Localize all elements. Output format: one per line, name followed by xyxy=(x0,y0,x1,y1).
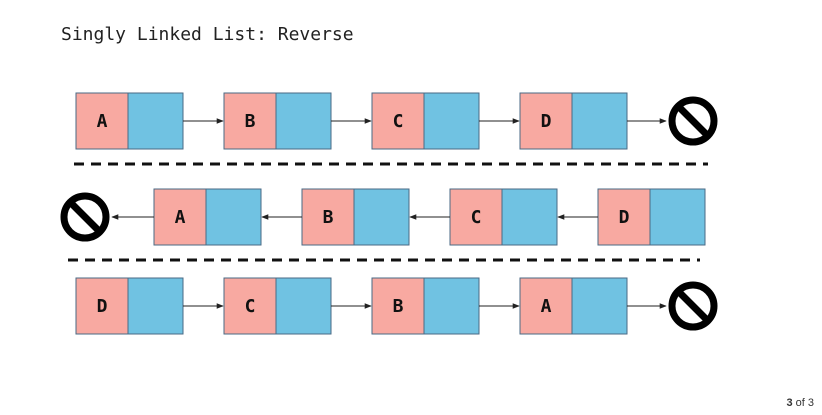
node-label-1-2: C xyxy=(471,207,482,228)
node-label-2-2: B xyxy=(393,296,404,317)
node-pointer-cell-0-2 xyxy=(423,92,480,150)
node-pointer-cell-1-3 xyxy=(649,188,706,246)
node-label-0-2: C xyxy=(393,111,404,132)
page-total: 3 xyxy=(807,397,814,409)
node-label-0-0: A xyxy=(97,111,108,132)
node-pointer-cell-1-2 xyxy=(501,188,558,246)
node-pointer-cell-2-1 xyxy=(275,277,332,335)
page-of-label: of xyxy=(795,397,805,409)
node-label-1-3: D xyxy=(619,207,630,228)
node-data-cell-1-3 xyxy=(597,188,651,246)
node-data-cell-2-0 xyxy=(75,277,129,335)
node-data-cell-2-2 xyxy=(371,277,425,335)
node-pointer-cell-1-1 xyxy=(353,188,410,246)
node-label-2-3: A xyxy=(541,296,552,317)
node-label-1-0: A xyxy=(175,207,186,228)
node-pointer-cell-0-3 xyxy=(571,92,628,150)
node-label-1-1: B xyxy=(323,207,334,228)
node-pointer-cell-0-1 xyxy=(275,92,332,150)
node-label-2-0: D xyxy=(97,296,108,317)
node-pointer-cell-2-2 xyxy=(423,277,480,335)
null-terminator-icon-0-slash xyxy=(676,104,710,138)
node-pointer-cell-2-0 xyxy=(127,277,184,335)
node-label-0-3: D xyxy=(541,111,552,132)
page-indicator: 3 of 3 xyxy=(786,397,814,409)
page-current: 3 xyxy=(786,397,793,409)
page-title: Singly Linked List: Reverse xyxy=(61,24,354,45)
node-data-cell-0-1 xyxy=(223,92,277,150)
node-pointer-cell-0-0 xyxy=(127,92,184,150)
null-terminator-icon-1-slash xyxy=(68,200,102,234)
node-label-0-1: B xyxy=(245,111,256,132)
null-terminator-icon-2-slash xyxy=(676,289,710,323)
node-pointer-cell-1-0 xyxy=(205,188,262,246)
node-pointer-cell-2-3 xyxy=(571,277,628,335)
node-label-2-1: C xyxy=(245,296,256,317)
